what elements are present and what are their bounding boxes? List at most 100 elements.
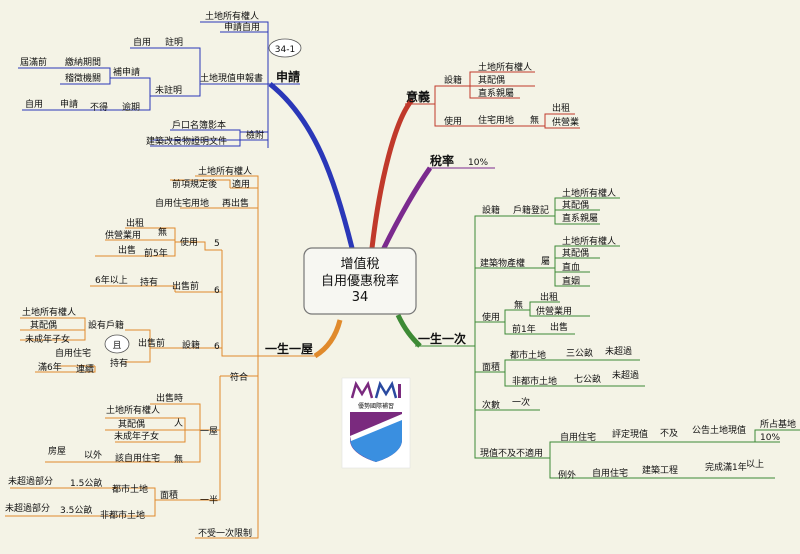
house-registration: 設籍 xyxy=(182,339,200,351)
branch-once-curve xyxy=(395,313,422,348)
once-not-exceed2: 未超過 xyxy=(612,369,639,381)
rate-title: 稅率 xyxy=(430,153,454,168)
once-building-right: 建築物產權 xyxy=(480,257,525,269)
apply-pay-period: 繳納期間 xyxy=(65,56,101,68)
once-below: 不及 xyxy=(660,428,678,439)
rate-value: 10% xyxy=(468,158,488,168)
house-area: 面積 xyxy=(160,489,178,501)
meaning-business: 供營業 xyxy=(552,116,579,128)
house-comply: 符合 xyxy=(230,371,248,383)
house-no-limit: 不受一次限制 xyxy=(198,527,252,539)
house-person: 人 xyxy=(174,418,183,429)
apply-supplement: 補申請 xyxy=(113,66,140,78)
logo-text: 優勢國際補習 xyxy=(358,402,394,410)
house-minor2: 未成年子女 xyxy=(114,430,159,442)
once-direct-inlaw: 直姻 xyxy=(562,275,580,287)
apply-land-owner: 土地所有權人 xyxy=(205,10,259,22)
meaning-title: 意義 xyxy=(406,89,430,104)
meaning-lineal: 直系親屬 xyxy=(478,87,514,99)
house-hh-reg: 設有戶籍 xyxy=(88,319,124,331)
apply-building-cert: 建築改良物證明文件 xyxy=(146,135,227,147)
once-construction: 建築工程 xyxy=(642,464,678,476)
house-not-exceed2: 未超過部分 xyxy=(5,502,50,514)
once-use: 使用 xyxy=(482,311,500,323)
house-hold2: 持有 xyxy=(110,357,128,369)
once-urban: 都市土地 xyxy=(510,349,546,361)
house-nonurban: 非都市土地 xyxy=(100,509,145,521)
house-none: 無 xyxy=(158,226,167,238)
center-line3: 34 xyxy=(352,290,369,305)
house-before-sell: 出售前 xyxy=(172,280,199,292)
once-area: 面積 xyxy=(482,361,500,373)
house-continuous: 連續 xyxy=(76,363,94,375)
once-self-house: 自用住宅 xyxy=(560,431,596,443)
house-owner3: 土地所有權人 xyxy=(106,404,160,416)
branch-rate-curve xyxy=(379,166,433,254)
apply-not-allowed: 不得 xyxy=(90,101,108,113)
apply-expired: 屆滿前 xyxy=(20,56,47,68)
meaning-none: 無 xyxy=(530,114,539,126)
apply-title: 申請 xyxy=(276,69,300,84)
house-and-bubble xyxy=(104,334,130,354)
house-ares35: 3.5公畝 xyxy=(60,504,92,516)
apply-self-use1: 自用 xyxy=(133,36,151,48)
once-owner: 土地所有權人 xyxy=(562,187,616,199)
center-node xyxy=(303,247,417,315)
once-branch xyxy=(415,197,800,479)
once-not-applicable: 現值不及不適用 xyxy=(480,447,543,459)
once-title: 一生一次 xyxy=(418,331,466,346)
once-three-ares: 三公畝 xyxy=(566,347,593,359)
apply-self-use2: 自用 xyxy=(25,98,43,110)
house-not-exceed1: 未超過部分 xyxy=(8,475,53,487)
house-urban: 都市土地 xyxy=(112,483,148,495)
once-hh-reg: 戶籍登記 xyxy=(513,204,549,216)
house-and: 且 xyxy=(112,340,121,351)
once-self-house2: 自用住宅 xyxy=(592,467,628,479)
house-before: 前項規定後 xyxy=(172,178,217,190)
house-before5: 前5年 xyxy=(144,247,168,259)
house-owner: 土地所有權人 xyxy=(198,165,252,177)
meaning-owner: 土地所有權人 xyxy=(478,61,532,73)
house-apply: 適用 xyxy=(232,178,250,190)
once-times: 次數 xyxy=(482,399,500,411)
once-lineal: 直系親屬 xyxy=(562,212,598,224)
house-before-sell2: 出售前 xyxy=(138,337,165,349)
once-spouse: 其配偶 xyxy=(562,199,589,211)
house-n5: 5 xyxy=(214,239,220,249)
house-use: 使用 xyxy=(180,236,198,248)
house-spouse2: 其配偶 xyxy=(118,418,145,430)
apply-apply2: 申請 xyxy=(60,98,78,110)
house-one-house: 一屋 xyxy=(200,426,218,437)
apply-callout-text: 34-1 xyxy=(275,45,295,55)
apply-callout xyxy=(268,38,302,58)
once-registration: 設籍 xyxy=(482,204,500,216)
house-spouse: 其配偶 xyxy=(30,319,57,331)
house-self-house2: 該自用住宅 xyxy=(115,452,160,464)
once-owner2: 土地所有權人 xyxy=(562,235,616,247)
center-line2: 自用優惠稅率 xyxy=(321,273,399,289)
once-eval-value: 評定現值 xyxy=(612,428,648,440)
branch-meaning-curve xyxy=(369,98,414,249)
house-n6b: 6 xyxy=(214,342,220,352)
house-none2: 無 xyxy=(174,453,183,465)
meaning-branch xyxy=(405,71,580,129)
meaning-use: 使用 xyxy=(444,115,462,127)
once-direct-blood: 直血 xyxy=(562,261,580,273)
house-n6a: 6 xyxy=(214,286,220,296)
once-exception: 例外 xyxy=(558,469,576,481)
house-owner2: 土地所有權人 xyxy=(22,306,76,318)
once-finished: 完成滿1年 xyxy=(705,461,747,473)
once-pct: 10% xyxy=(760,433,780,443)
meaning-rent: 出租 xyxy=(552,102,570,114)
once-not-exceed1: 未超過 xyxy=(605,345,632,357)
once-nonurban: 非都市土地 xyxy=(512,375,557,387)
house-house: 房屋 xyxy=(48,445,66,457)
house-minor: 未成年子女 xyxy=(25,333,70,345)
house-rent: 出租 xyxy=(126,217,144,229)
house-branch xyxy=(5,175,318,539)
house-self-house: 自用住宅 xyxy=(55,347,91,359)
apply-branch xyxy=(18,21,302,148)
once-one-time: 一次 xyxy=(512,396,530,408)
once-one-year: 前1年 xyxy=(512,323,536,335)
